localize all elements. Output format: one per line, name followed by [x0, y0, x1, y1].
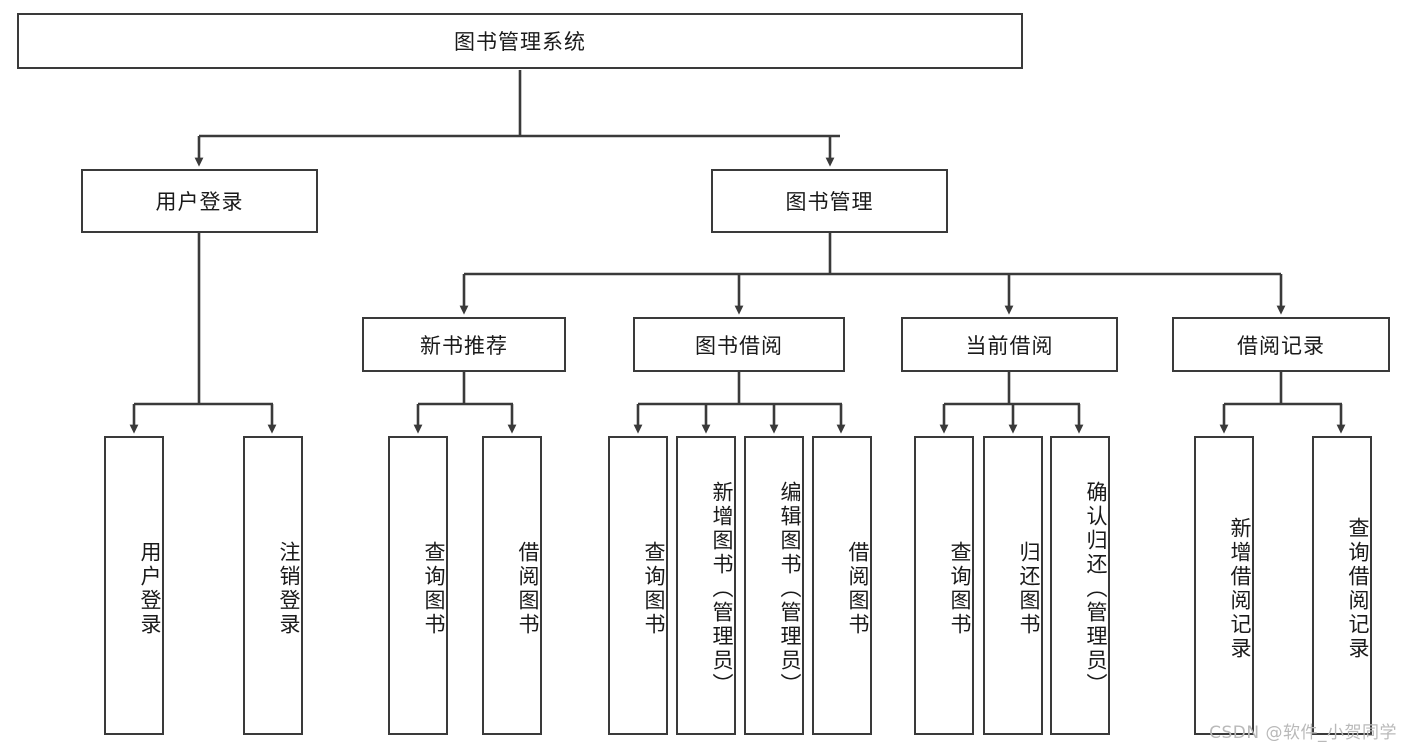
leaf-return-book[interactable]: 归还图书	[983, 436, 1043, 735]
leaf-add-record-label: 新增借阅记录	[1228, 516, 1252, 661]
leaf-borrow-book-2-label: 借阅图书	[846, 540, 870, 637]
leaf-add-book[interactable]: 新增图书（管理员）	[676, 436, 736, 735]
leaf-query-book-1-label: 查询图书	[422, 540, 446, 637]
node-borrow-record[interactable]: 借阅记录	[1172, 317, 1390, 372]
node-new-book-recommend-label: 新书推荐	[420, 333, 508, 358]
csdn-watermark: CSDN @软件_小贺同学	[1209, 723, 1397, 743]
leaf-return-book-label: 归还图书	[1017, 540, 1041, 637]
leaf-borrow-book-1-label: 借阅图书	[516, 540, 540, 637]
leaf-query-book-2-label: 查询图书	[642, 540, 666, 637]
leaf-query-book-3-label: 查询图书	[948, 540, 972, 637]
leaf-edit-book-label: 编辑图书（管理员）	[778, 480, 802, 697]
leaf-user-login-label: 用户登录	[138, 540, 162, 637]
node-root-label: 图书管理系统	[454, 30, 586, 54]
node-user-login[interactable]: 用户登录	[81, 169, 318, 233]
leaf-borrow-book-1[interactable]: 借阅图书	[482, 436, 542, 735]
leaf-confirm-return[interactable]: 确认归还（管理员）	[1050, 436, 1110, 735]
node-book-manage[interactable]: 图书管理	[711, 169, 948, 233]
leaf-borrow-book-2[interactable]: 借阅图书	[812, 436, 872, 735]
node-new-book-recommend[interactable]: 新书推荐	[362, 317, 566, 372]
node-borrow-record-label: 借阅记录	[1237, 333, 1325, 358]
leaf-edit-book[interactable]: 编辑图书（管理员）	[744, 436, 804, 735]
leaf-add-book-label: 新增图书（管理员）	[710, 480, 734, 697]
node-book-manage-label: 图书管理	[785, 190, 874, 214]
leaf-query-book-3[interactable]: 查询图书	[914, 436, 974, 735]
node-book-borrow-label: 图书借阅	[695, 333, 783, 358]
leaf-add-record[interactable]: 新增借阅记录	[1194, 436, 1254, 735]
node-current-borrow[interactable]: 当前借阅	[901, 317, 1118, 372]
leaf-logout-label: 注销登录	[277, 540, 301, 637]
node-book-borrow[interactable]: 图书借阅	[633, 317, 845, 372]
node-current-borrow-label: 当前借阅	[965, 333, 1054, 358]
node-root[interactable]: 图书管理系统	[17, 13, 1023, 69]
node-user-login-label: 用户登录	[155, 190, 244, 214]
leaf-logout[interactable]: 注销登录	[243, 436, 303, 735]
leaf-query-record-label: 查询借阅记录	[1346, 516, 1370, 661]
leaf-query-record[interactable]: 查询借阅记录	[1312, 436, 1372, 735]
leaf-user-login[interactable]: 用户登录	[104, 436, 164, 735]
leaf-query-book-2[interactable]: 查询图书	[608, 436, 668, 735]
leaf-confirm-return-label: 确认归还（管理员）	[1084, 480, 1108, 697]
leaf-query-book-1[interactable]: 查询图书	[388, 436, 448, 735]
